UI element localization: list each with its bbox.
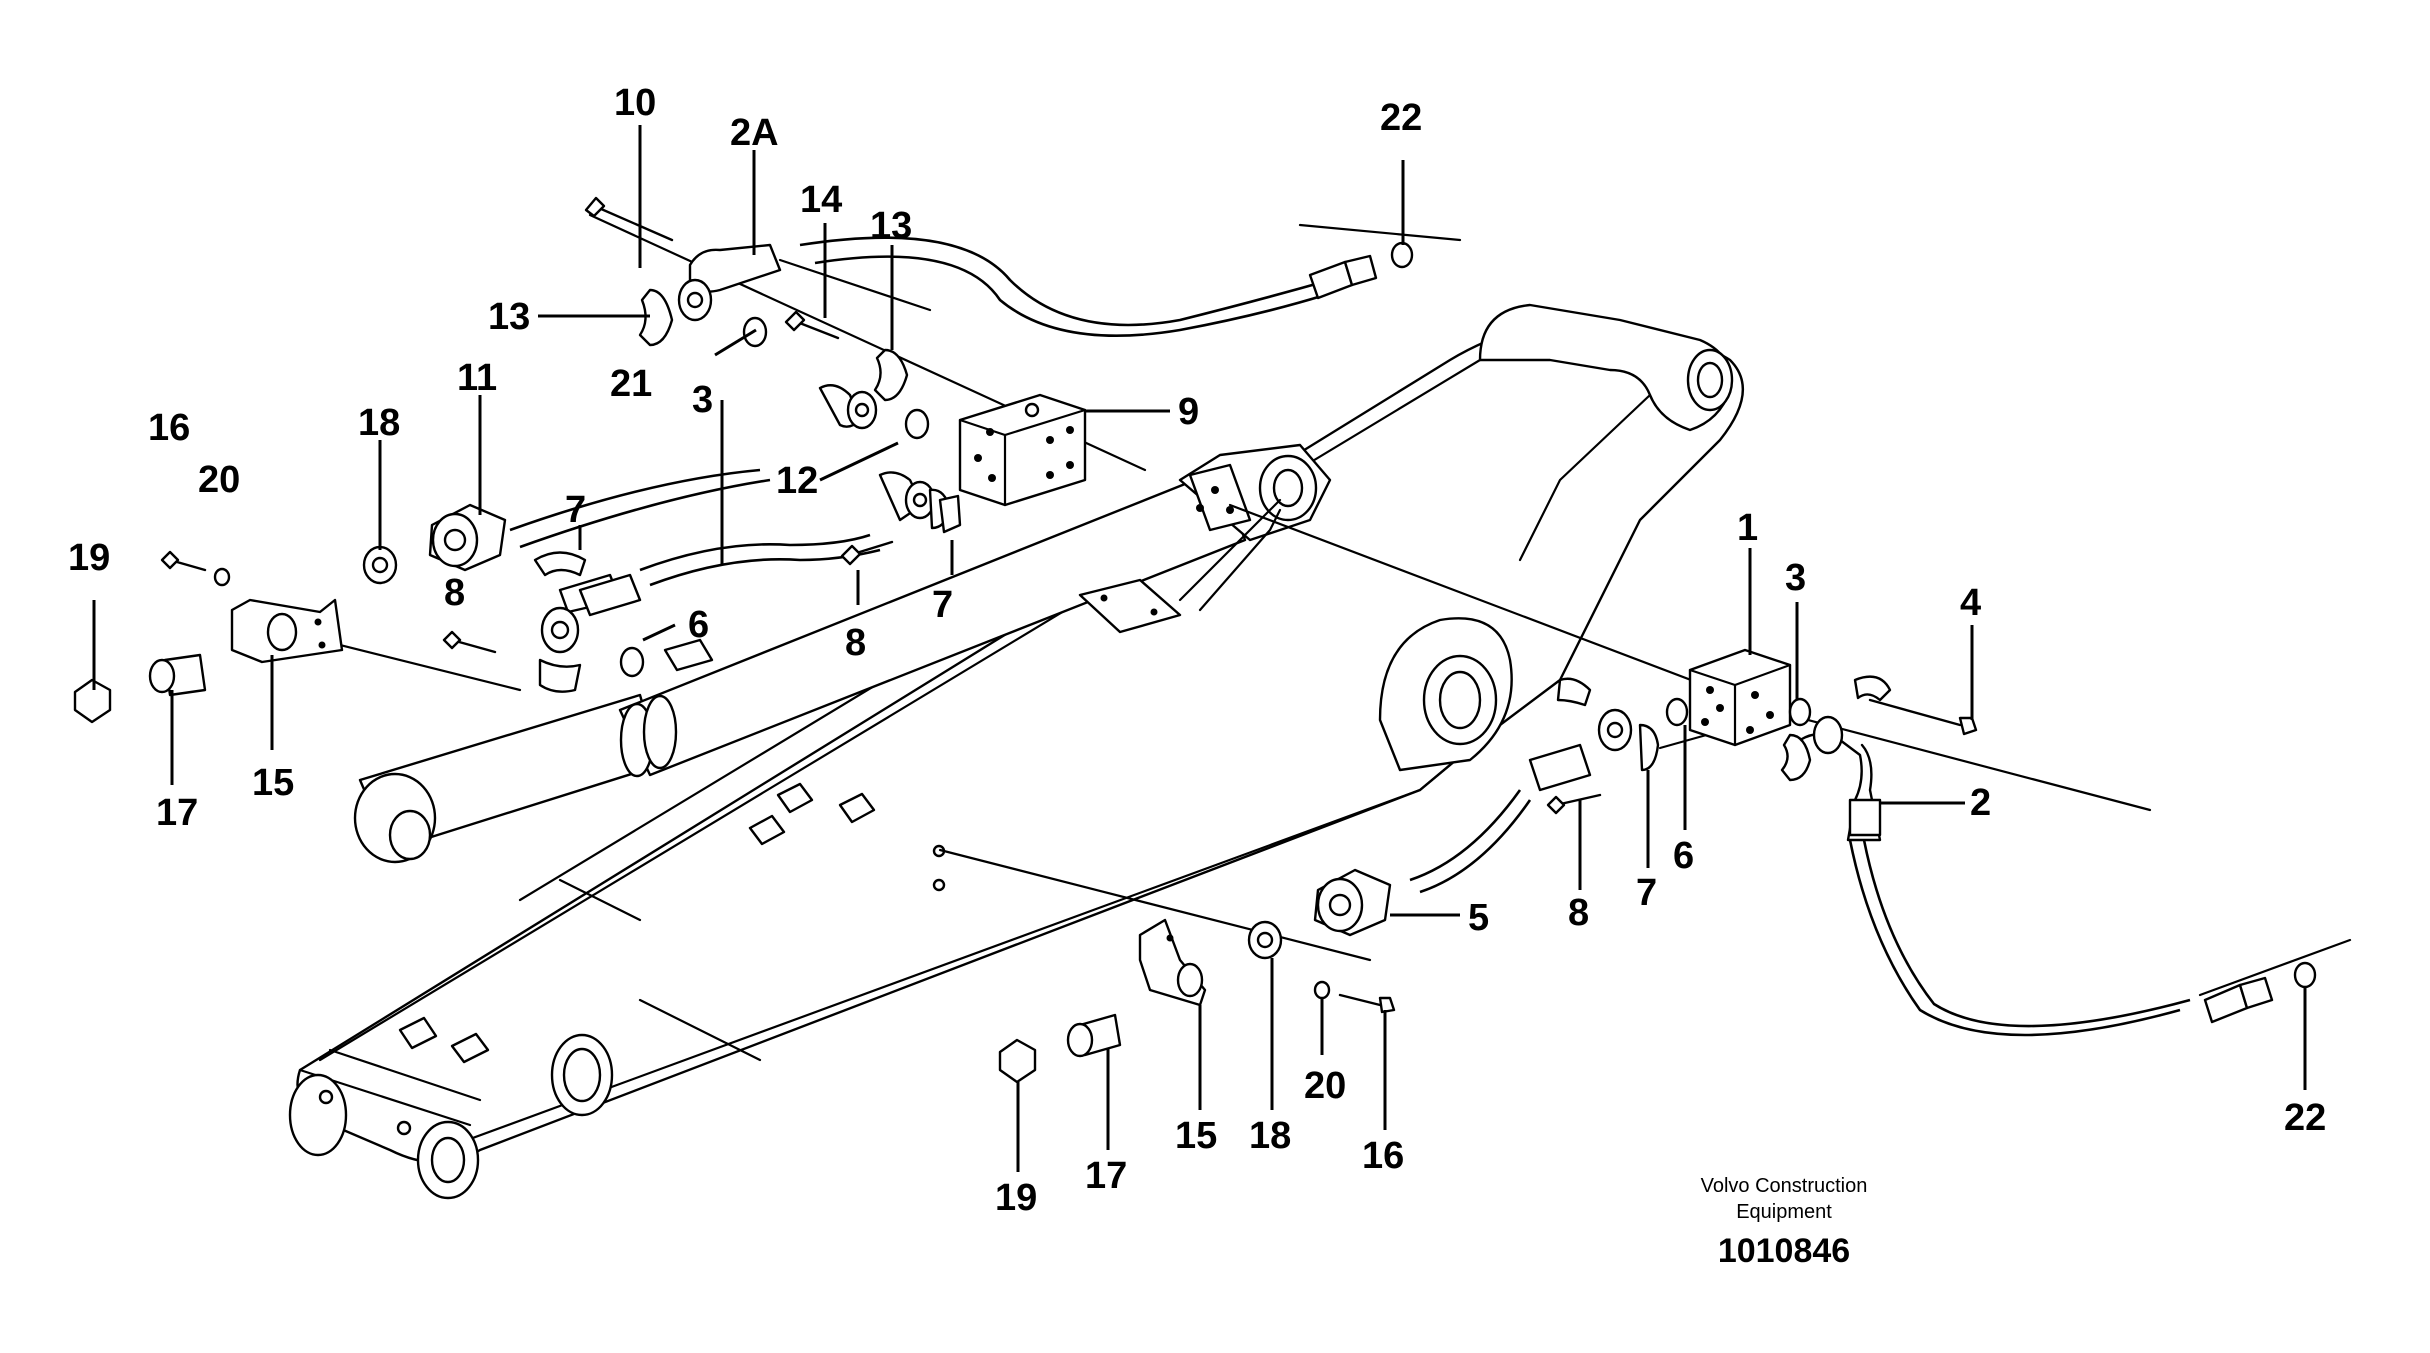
callout-7-left: 7 (565, 489, 586, 531)
brand-line-2: Equipment (1736, 1201, 1832, 1223)
callout-2: 2 (1970, 782, 1991, 824)
callout-15-left: 15 (252, 762, 294, 804)
boom-arm (288, 303, 1744, 1200)
callout-3-right: 3 (1785, 557, 1806, 599)
callout-4: 4 (1960, 582, 1981, 624)
callout-7-right: 7 (1636, 872, 1657, 914)
callout-16-left: 16 (148, 407, 190, 449)
callout-labels: 10 2A 14 13 13 21 3 11 18 16 20 19 9 12 … (68, 82, 2326, 1219)
callout-14: 14 (800, 179, 842, 221)
callout-1: 1 (1737, 507, 1758, 549)
drawing-number: 1010846 (1718, 1232, 1850, 1270)
callout-18-left: 18 (358, 402, 400, 444)
callout-17-right: 17 (1085, 1155, 1127, 1197)
callout-15-right: 15 (1175, 1115, 1217, 1157)
upper-fittings (584, 196, 1087, 566)
callout-11: 11 (457, 357, 497, 399)
hose-lines (509, 236, 2191, 1037)
callout-20-right: 20 (1304, 1065, 1346, 1107)
callout-16-right: 16 (1362, 1135, 1404, 1177)
callout-8-left: 8 (444, 572, 465, 614)
callout-3-left: 3 (692, 379, 713, 421)
drawing-footer: Volvo Construction Equipment 1010846 (1701, 1175, 1868, 1270)
callout-10: 10 (614, 82, 656, 124)
callout-13-upper: 13 (870, 205, 912, 247)
brand-line-1: Volvo Construction (1701, 1175, 1868, 1197)
hydraulic-cylinder (353, 443, 1332, 864)
callout-19-left: 19 (68, 537, 110, 579)
callout-6-left: 6 (688, 604, 709, 646)
callout-7-mid: 7 (932, 584, 953, 626)
callout-18-right: 18 (1249, 1115, 1291, 1157)
callout-12: 12 (776, 460, 818, 502)
callout-8-right: 8 (1568, 892, 1589, 934)
callout-9: 9 (1178, 391, 1199, 433)
callout-22-lower: 22 (2284, 1097, 2326, 1139)
callout-19-right: 19 (995, 1177, 1037, 1219)
callout-2A: 2A (730, 112, 779, 154)
hose-end-fittings (1308, 241, 2317, 1024)
callout-20-left: 20 (198, 459, 240, 501)
callout-17-left: 17 (156, 792, 198, 834)
callout-13-left: 13 (488, 296, 530, 338)
leader-lines (92, 125, 2307, 1172)
callout-6-right: 6 (1673, 835, 1694, 877)
right-fittings (998, 648, 1978, 1084)
callout-22-upper: 22 (1380, 97, 1422, 139)
callout-8-mid: 8 (845, 622, 866, 664)
callout-21: 21 (610, 363, 652, 405)
left-fittings (73, 503, 645, 724)
callout-5: 5 (1468, 897, 1489, 939)
